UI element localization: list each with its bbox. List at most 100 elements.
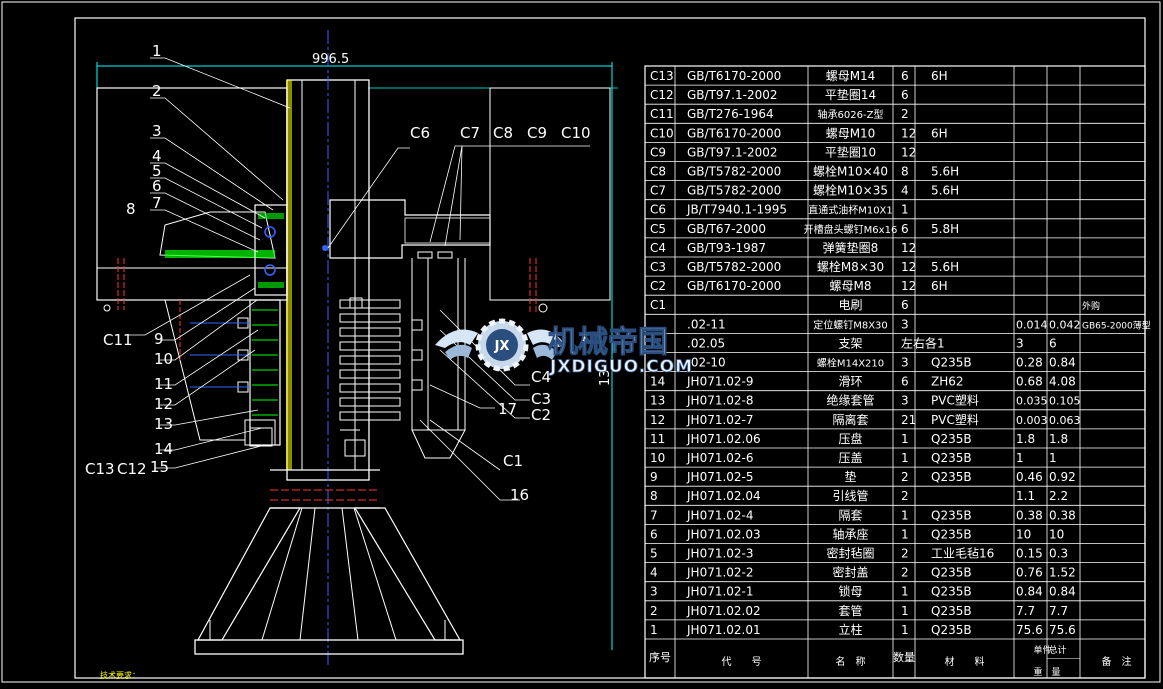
- bom-cell-material: Q235B: [931, 623, 972, 637]
- balloon-label-c: C4: [531, 368, 551, 386]
- bom-cell-name: 轴承座: [832, 526, 868, 541]
- bom-cell-no: C13: [650, 69, 674, 83]
- bom-cell-material: Q235B: [931, 451, 972, 465]
- bom-cell-material: 6H: [931, 279, 948, 293]
- bom-cell-name: 开槽盘头螺钉M6x16: [804, 223, 898, 236]
- lead-pipe-housing: [96, 87, 288, 301]
- bearing-ball: [264, 226, 276, 238]
- balloon-label-c: C2: [531, 406, 551, 424]
- bom-cell-name: 螺母M14: [826, 69, 876, 83]
- bom-cell-total: 1.8: [1049, 432, 1068, 446]
- bom-cell-material: Q235B: [931, 585, 972, 599]
- bom-cell-qty: 左右各1: [901, 335, 945, 350]
- seal-felt: [258, 213, 284, 219]
- bom-cell-no: C6: [650, 203, 666, 217]
- bom-cell-no: C3: [650, 260, 666, 274]
- leader: [444, 145, 463, 247]
- bom-cell-name: 螺栓M14X210: [817, 357, 884, 370]
- balloon-number: 7: [152, 194, 162, 212]
- bom-cell-unit: 0.46: [1016, 470, 1043, 484]
- bom-cell-name: 立柱: [838, 622, 862, 637]
- bom-cell-name: 电刷: [838, 298, 862, 312]
- slip-ring-plates-right: [339, 299, 401, 421]
- bom-cell-no: C7: [650, 184, 666, 198]
- bom-cell-qty: 6: [901, 375, 909, 389]
- bom-header-material: 材 料: [945, 655, 985, 668]
- bom-cell-code: .02.05: [687, 336, 725, 350]
- bolt-head: [437, 251, 453, 259]
- balloon-number: 15: [150, 458, 169, 476]
- bom-cell-code: JB/T7940.1-1995: [686, 203, 787, 217]
- bom-cell-material: 5.6H: [931, 165, 959, 179]
- bom-cell-unit: 0.76: [1016, 566, 1043, 580]
- bom-cell-qty: 8: [901, 165, 909, 179]
- wing-left-lower: [445, 344, 472, 360]
- bom-cell-name: 平垫圈10: [825, 144, 876, 159]
- upper-bearing-housing: [329, 199, 491, 259]
- bom-cell-unit: 1.8: [1016, 432, 1035, 446]
- balloon-number: 13: [154, 415, 173, 433]
- bom-cell-code: GB/T67-2000: [687, 222, 766, 236]
- bom-cell-unit: 0.014: [1016, 318, 1048, 331]
- bom-cell-remark: 外购: [1082, 300, 1100, 312]
- bom-cell-name: 直通式油杯M10X1: [808, 204, 893, 217]
- balloon-label-c: C1: [503, 452, 523, 470]
- bom-cell-total: 4.08: [1049, 375, 1076, 389]
- leader: [155, 444, 266, 469]
- ring: [339, 411, 401, 421]
- balloon-number: 12: [154, 395, 173, 413]
- leader: [160, 427, 263, 451]
- leg: [341, 507, 359, 641]
- bom-cell-code: JH071.02.01: [686, 623, 761, 637]
- bom-cell-no: C10: [650, 126, 674, 140]
- bom-cell-material: Q235B: [931, 470, 972, 484]
- nut: [411, 379, 423, 391]
- bom-cell-name: 弹簧垫圈8: [823, 240, 879, 255]
- bom-cell-code: .02-11: [687, 317, 726, 331]
- bom-cell-name: 锁母: [838, 584, 862, 599]
- bom-cell-total: 0.3: [1049, 547, 1068, 561]
- leader: [150, 177, 263, 229]
- bom-cell-name: 垫: [844, 469, 856, 484]
- bom-cell-qty: 3: [901, 317, 909, 331]
- bom-cell-no: C5: [650, 222, 666, 236]
- section-view: 996.5 13: [96, 30, 618, 665]
- bom-cell-qty: 12: [901, 126, 916, 140]
- leader: [150, 57, 291, 109]
- bom-cell-qty: 3: [901, 356, 909, 370]
- bom-cell-material: 6H: [931, 126, 948, 140]
- bom-cell-no: 1: [650, 623, 658, 637]
- lower-nut: [344, 439, 366, 457]
- balloon-number: 6: [152, 177, 162, 195]
- bom-header-total: 总计: [1048, 644, 1066, 656]
- bom-cell-code: GB/T6170-2000: [687, 69, 781, 83]
- bom-cell-code: JH071.02.02: [686, 604, 761, 618]
- bom-header-unit: 单件: [1033, 644, 1051, 656]
- bom-cell-no: 12: [650, 413, 665, 427]
- bom-cell-qty: 6: [901, 69, 909, 83]
- bom-cell-code: GB/T276-1964: [687, 107, 774, 121]
- bolt-head: [538, 303, 548, 313]
- bom-cell-no: 10: [650, 451, 665, 465]
- bom-cell-material: 5.8H: [931, 222, 959, 236]
- balloon-label-c: C10: [561, 124, 591, 142]
- leader: [150, 209, 259, 253]
- watermark-logo: JX 机械帝国 JXDIGUO.COM: [435, 318, 692, 377]
- bom-cell-no: C11: [650, 107, 674, 121]
- bom-cell-no: C12: [650, 88, 674, 102]
- balloon-number: 2: [152, 82, 162, 100]
- bom-cell-name: 螺栓M10×40: [813, 164, 888, 179]
- bom-cell-total: 0.38: [1049, 508, 1076, 522]
- bom-cell-qty: 12: [901, 145, 916, 159]
- bearing-ball: [264, 264, 276, 276]
- watermark-brand: 机械帝国: [548, 325, 668, 360]
- leg: [261, 507, 303, 641]
- bom-cell-name: 密封毡圈: [826, 546, 874, 561]
- dimension-text-height: 13: [598, 369, 613, 386]
- leader: [160, 329, 259, 386]
- bom-cell-code: GB/T5782-2000: [687, 165, 781, 179]
- bom-cell-name: 隔套: [838, 508, 862, 522]
- bom-cell-code: JH071.02-5: [686, 470, 754, 484]
- bom-cell-qty: 1: [901, 604, 909, 618]
